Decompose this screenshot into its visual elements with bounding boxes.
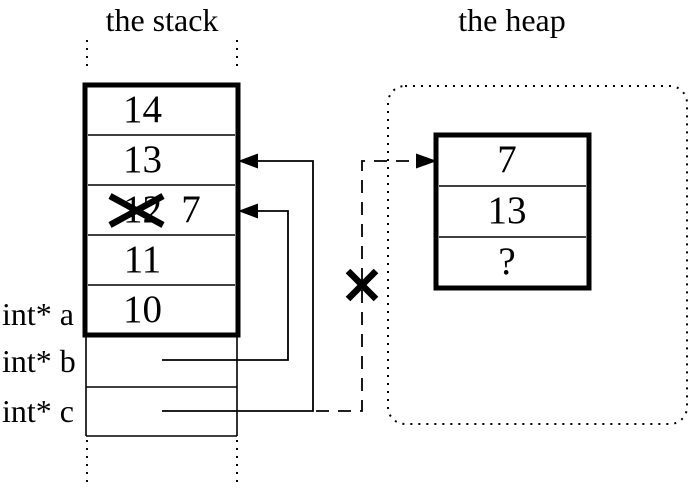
stack-cell-new-value: 7 xyxy=(181,188,201,231)
arrow-head-icon xyxy=(416,153,437,169)
cross-out-x-icon xyxy=(345,268,379,302)
heap-cell-value: 7 xyxy=(497,138,517,181)
stack-cell-crossed-out-value: 12 xyxy=(123,188,162,231)
stack-title: the stack xyxy=(105,2,219,38)
arrow-b-to-stack-cell xyxy=(162,203,289,361)
arrow-c-to-stack-cell xyxy=(162,153,314,412)
stack-pointer-rows xyxy=(85,335,238,437)
cross-out-x-icon xyxy=(108,193,165,228)
arrow-head-icon xyxy=(238,153,258,169)
heap-cell-value: ? xyxy=(498,240,516,283)
heap-row-dividers xyxy=(439,185,586,238)
stack-extent-dotted-lines xyxy=(86,40,238,482)
stack-cell-value: 14 xyxy=(123,88,162,131)
pointer-label-a: int* a xyxy=(2,296,74,332)
dashed-arrow-to-heap xyxy=(316,153,437,412)
stack-row-dividers xyxy=(88,134,235,286)
stack-cell-value: 13 xyxy=(123,138,162,181)
pointer-label-b: int* b xyxy=(2,343,76,379)
arrow-head-icon xyxy=(238,203,258,219)
pointer-label-c: int* c xyxy=(2,393,74,429)
stack-cell-value: 10 xyxy=(123,288,162,331)
heap-object-box xyxy=(433,132,592,291)
stack-cell-value: 11 xyxy=(123,238,162,281)
stack-frame-box xyxy=(82,82,241,338)
heap-region-dotted-outline xyxy=(387,85,688,425)
heap-title: the heap xyxy=(458,2,566,38)
heap-cell-value: 13 xyxy=(487,189,527,232)
